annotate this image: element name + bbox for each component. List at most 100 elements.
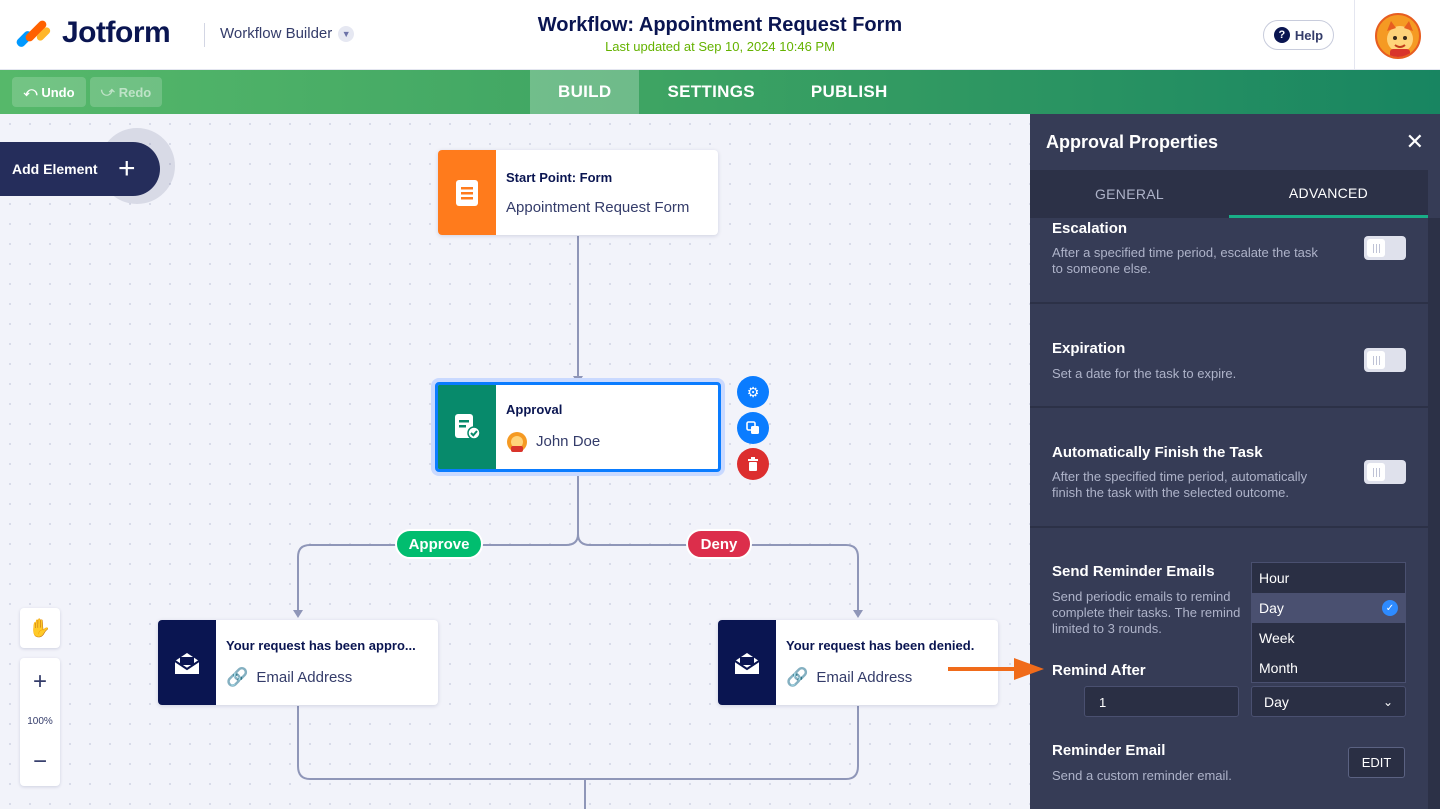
chevron-down-icon: ⌄ (1382, 694, 1393, 709)
reminder-email-title: Reminder Email (1052, 742, 1166, 759)
dropdown-option-day[interactable]: Day ✓ (1252, 593, 1405, 623)
assignee-avatar-icon (507, 431, 527, 452)
help-button[interactable]: ? Help (1263, 20, 1334, 50)
dropdown-option-week[interactable]: Week (1252, 623, 1405, 653)
workflow-canvas[interactable]: Add Element + Start Point: Form Appointm… (0, 114, 1030, 809)
option-label: Week (1259, 630, 1295, 646)
panel-header: Approval Properties ✕ (1030, 114, 1440, 170)
redo-button[interactable]: ⤻ Redo (90, 77, 162, 107)
deny-branch-label[interactable]: Deny (686, 529, 752, 559)
section-desc-line: Set a date for the task to expire. (1052, 366, 1237, 381)
email-icon (718, 620, 776, 705)
remind-after-amount-input[interactable]: 1 (1084, 686, 1239, 717)
panel-scrollbar[interactable] (1428, 218, 1440, 809)
add-element-button[interactable]: Add Element (0, 142, 160, 196)
duplicate-icon[interactable] (737, 412, 769, 444)
section-desc-line: to someone else. (1052, 261, 1152, 276)
section-desc-line: limited to 3 rounds. (1052, 621, 1162, 636)
section-desc-line: Send a custom reminder email. (1052, 768, 1232, 783)
reminder-section: Send Reminder Emails Send periodic email… (1030, 528, 1428, 809)
tab-advanced[interactable]: ADVANCED (1229, 170, 1428, 218)
jotform-logo[interactable]: Jotform (14, 16, 171, 50)
undo-icon: ⤺ (23, 84, 38, 99)
assignee-name: John Doe (536, 433, 601, 450)
form-icon (438, 150, 496, 235)
escalation-toggle[interactable] (1364, 236, 1406, 260)
link-icon: 🔗 (786, 666, 809, 687)
undo-label: Undo (41, 84, 75, 100)
auto-finish-toggle[interactable] (1364, 460, 1406, 484)
section-desc-line: complete their tasks. The remind (1052, 605, 1241, 620)
node-type-label: Approval (506, 401, 563, 417)
approve-branch-label[interactable]: Approve (395, 529, 483, 559)
plus-icon[interactable]: + (118, 152, 136, 185)
add-element-label: Add Element (12, 161, 98, 177)
builder-toolbar: ⤺ Undo ⤻ Redo BUILD SETTINGS PUBLISH (0, 70, 1440, 114)
title-block: Workflow: Appointment Request Form Last … (440, 14, 1000, 54)
expiration-toggle[interactable] (1364, 348, 1406, 372)
question-icon: ? (1273, 27, 1290, 43)
zoom-controls: + 100% − (20, 658, 60, 786)
option-label: Day (1259, 600, 1284, 616)
redo-label: Redo (118, 84, 152, 100)
check-icon: ✓ (1382, 600, 1398, 616)
start-form-node[interactable]: Start Point: Form Appointment Request Fo… (438, 150, 718, 235)
redo-icon: ⤻ (100, 84, 115, 99)
section-title: Automatically Finish the Task (1052, 444, 1263, 461)
app-switcher-label: Workflow Builder (220, 25, 333, 42)
pan-tool-button[interactable]: ✋ (20, 608, 60, 648)
tab-settings[interactable]: SETTINGS (667, 82, 755, 101)
option-label: Month (1259, 660, 1298, 676)
main-tabs: BUILD SETTINGS PUBLISH (530, 70, 916, 114)
avatar[interactable] (1375, 13, 1421, 59)
section-desc-line: After the specified time period, automat… (1052, 469, 1308, 484)
edit-reminder-email-button[interactable]: EDIT (1348, 747, 1405, 778)
remind-after-unit-select[interactable]: Day ⌄ (1251, 686, 1406, 717)
app-switcher[interactable]: Workflow Builder ▼ (220, 25, 355, 42)
logo-text: Jotform (62, 16, 171, 49)
email-deny-node[interactable]: Your request has been denied. 🔗 Email Ad… (718, 620, 998, 705)
zoom-out-icon[interactable]: − (32, 747, 47, 775)
gear-icon[interactable]: ⚙ (737, 376, 769, 408)
panel-tabs: GENERAL ADVANCED (1030, 170, 1428, 218)
zoom-level: 100% (27, 716, 53, 728)
node-type-label: Start Point: Form (506, 169, 613, 185)
expiration-section: Expiration Set a date for the task to ex… (1030, 304, 1428, 408)
remind-unit-value: Day (1264, 693, 1289, 710)
chevron-down-icon: ▼ (338, 25, 355, 42)
link-icon: 🔗 (226, 666, 249, 687)
tab-publish[interactable]: PUBLISH (810, 82, 888, 101)
email-icon (158, 620, 216, 705)
recipient-field: Email Address (816, 668, 913, 686)
section-desc-line: After a specified time period, escalate … (1052, 245, 1318, 260)
section-title: Escalation (1052, 220, 1128, 237)
undo-button[interactable]: ⤺ Undo (12, 77, 86, 107)
jotform-logo-icon (14, 16, 52, 50)
trash-icon[interactable] (737, 448, 769, 480)
zoom-in-icon[interactable]: + (32, 668, 47, 696)
dropdown-option-hour[interactable]: Hour (1252, 563, 1405, 593)
dropdown-option-month[interactable]: Month (1252, 653, 1405, 683)
unit-dropdown-menu: Hour Day ✓ Week Month (1251, 562, 1406, 683)
help-label: Help (1294, 27, 1324, 43)
panel-title: Approval Properties (1046, 131, 1219, 152)
node-value: Appointment Request Form (506, 198, 690, 216)
node-type-label: Your request has been appro... (226, 637, 416, 653)
header-divider-right (1354, 0, 1355, 70)
tab-build[interactable]: BUILD (530, 70, 640, 114)
approval-icon (438, 385, 496, 469)
header-divider (204, 23, 205, 47)
section-desc-line: finish the task with the selected outcom… (1052, 485, 1290, 500)
tab-general[interactable]: GENERAL (1094, 186, 1164, 202)
section-title: Send Reminder Emails (1052, 563, 1215, 580)
close-icon[interactable]: ✕ (1405, 129, 1424, 154)
email-approve-node[interactable]: Your request has been appro... 🔗 Email A… (158, 620, 438, 705)
remind-after-label: Remind After (1052, 662, 1146, 679)
avatar-face-icon (1387, 21, 1413, 57)
escalation-section: Escalation After a specified time period… (1030, 218, 1428, 304)
app-header: Jotform Workflow Builder ▼ Workflow: App… (0, 0, 1440, 70)
auto-finish-section: Automatically Finish the Task After the … (1030, 408, 1428, 528)
approval-node[interactable]: Approval John Doe (435, 382, 721, 472)
recipient-field: Email Address (256, 668, 353, 686)
node-type-label: Your request has been denied. (786, 637, 975, 653)
